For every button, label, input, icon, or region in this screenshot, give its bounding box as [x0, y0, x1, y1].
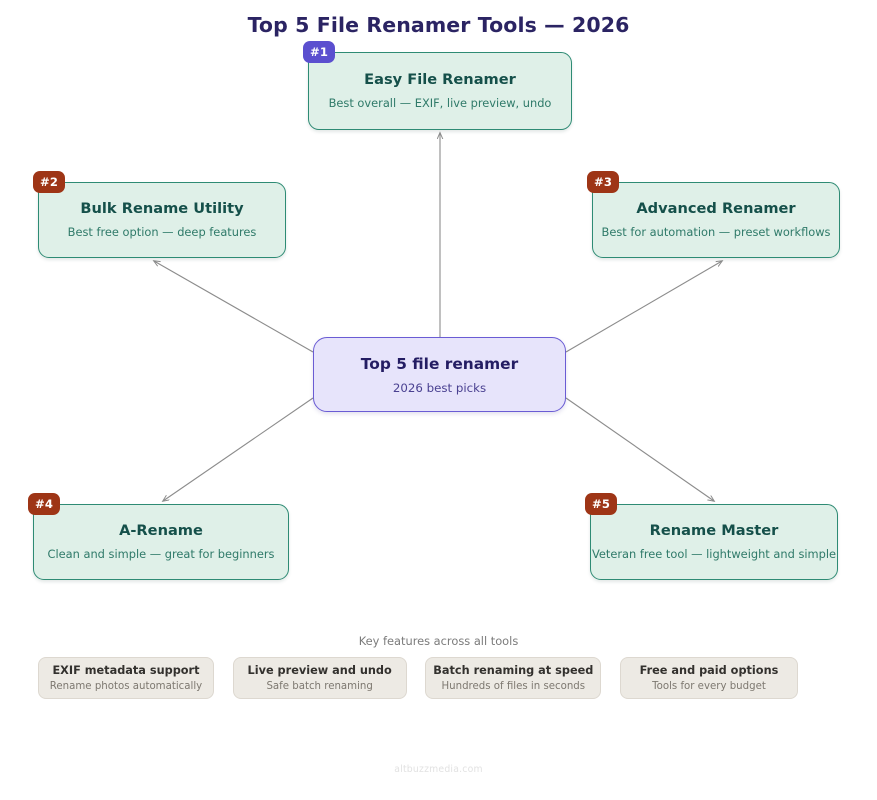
- feature-chip-subtitle: Safe batch renaming: [266, 681, 373, 692]
- tool-node-advanced-renamer[interactable]: #3 Advanced Renamer Best for automation …: [587, 171, 840, 258]
- tool-node-title: Easy File Renamer: [364, 71, 516, 89]
- feature-chip-title: Free and paid options: [639, 664, 779, 677]
- rank-badge: #5: [585, 493, 618, 515]
- tool-node-subtitle: Clean and simple — great for beginners: [47, 546, 275, 561]
- tool-node-rename-master[interactable]: #5 Rename Master Veteran free tool — lig…: [585, 493, 838, 580]
- tool-node-title: Bulk Rename Utility: [80, 200, 244, 218]
- hub-subtitle: 2026 best picks: [392, 380, 487, 395]
- features-caption: Key features across all tools: [358, 634, 519, 648]
- page-title: Top 5 File Renamer Tools — 2026: [247, 13, 630, 37]
- feature-chip-free-and-paid-options[interactable]: Free and paid options Tools for every bu…: [619, 657, 798, 699]
- tool-node-easy-file-renamer[interactable]: #1 Easy File Renamer Best overall — EXIF…: [303, 41, 572, 130]
- tool-node-subtitle: Best overall — EXIF, live preview, undo: [328, 95, 552, 110]
- tool-node-subtitle: Best free option — deep features: [67, 224, 257, 239]
- tool-node-title: A-Rename: [119, 522, 203, 540]
- connector-hub-to-node-3: [565, 261, 722, 353]
- tool-node-title: Rename Master: [649, 522, 779, 540]
- feature-chip-live-preview-and-undo[interactable]: Live preview and undo Safe batch renamin…: [232, 657, 407, 699]
- feature-chip-subtitle: Tools for every budget: [652, 681, 766, 692]
- tool-node-bulk-rename-utility[interactable]: #2 Bulk Rename Utility Best free option …: [33, 171, 286, 258]
- feature-chip-subtitle: Hundreds of files in seconds: [441, 681, 586, 692]
- hub-title: Top 5 file renamer: [360, 354, 519, 373]
- footer-watermark: altbuzzmedia.com: [394, 764, 483, 775]
- rank-badge: #4: [28, 493, 61, 515]
- tool-node-title: Advanced Renamer: [636, 200, 796, 218]
- rank-badge: #3: [587, 171, 620, 193]
- rank-badge: #2: [33, 171, 66, 193]
- tool-node-subtitle: Best for automation — preset workflows: [601, 224, 831, 239]
- hub-node[interactable]: Top 5 file renamer 2026 best picks: [313, 337, 566, 412]
- features-row: EXIF metadata support Rename photos auto…: [38, 657, 798, 699]
- rank-badge: #1: [303, 41, 336, 63]
- feature-chip-exif-metadata-support[interactable]: EXIF metadata support Rename photos auto…: [38, 657, 214, 699]
- connector-hub-to-node-2: [154, 261, 314, 353]
- feature-chip-batch-renaming-at-speed[interactable]: Batch renaming at speed Hundreds of file…: [425, 657, 602, 699]
- feature-chip-subtitle: Rename photos automatically: [49, 681, 203, 692]
- connector-hub-to-node-5: [565, 397, 714, 501]
- feature-chip-title: Live preview and undo: [247, 664, 392, 677]
- tool-node-subtitle: Veteran free tool — lightweight and simp…: [591, 546, 837, 561]
- feature-chip-title: EXIF metadata support: [52, 664, 200, 677]
- feature-chip-title: Batch renaming at speed: [433, 664, 594, 677]
- tool-node-a-rename[interactable]: #4 A-Rename Clean and simple — great for…: [28, 493, 289, 580]
- connector-hub-to-node-4: [163, 397, 314, 501]
